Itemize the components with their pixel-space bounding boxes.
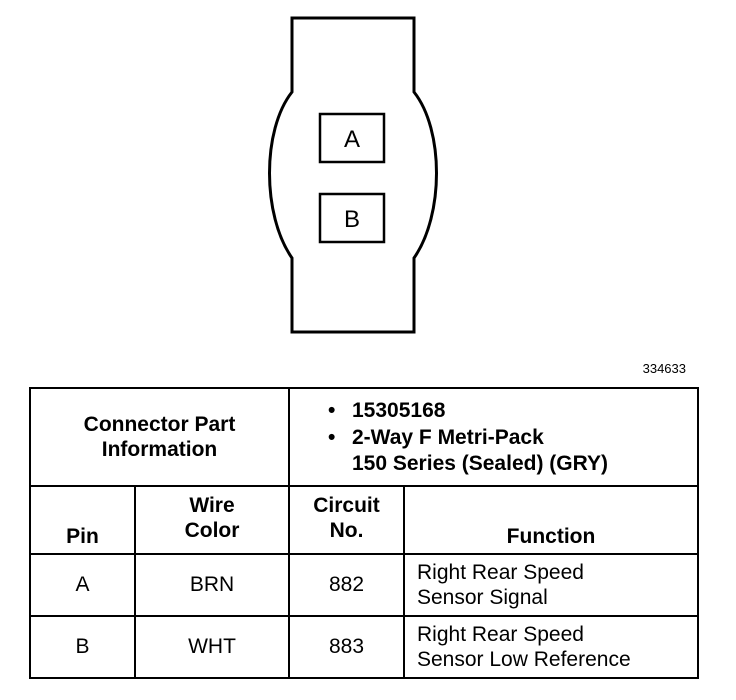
row-pin: A — [29, 553, 136, 617]
connector-type-item: • 2-Way F Metri-Pack 150 Series (Sealed)… — [328, 425, 697, 475]
header-wire-line2: Color — [184, 519, 240, 542]
row-circuit: 883 — [288, 615, 405, 679]
bullet-icon: • — [328, 399, 336, 423]
row-circuit: 882 — [288, 553, 405, 617]
header-circuit-line1: Circuit — [313, 493, 380, 517]
pin-b-label: B — [344, 206, 360, 233]
header-row: Pin Wire Color Circuit No. Function — [29, 485, 699, 555]
connector-type-line1: 2-Way F Metri-Pack — [352, 426, 544, 450]
part-info-title-line2: Information — [101, 438, 218, 461]
part-info-title-line1: Connector Part — [83, 412, 236, 436]
header-wire-color: Wire Color — [134, 485, 290, 555]
part-number: 15305168 — [352, 399, 446, 423]
row-function: Right Rear Speed Sensor Signal — [403, 553, 699, 617]
drawing-number: 334633 — [642, 361, 686, 376]
header-wire-line1: Wire — [189, 493, 235, 517]
part-info-row: Connector Part Information • 15305168 • … — [29, 387, 699, 487]
row-pin: B — [29, 615, 136, 679]
connector-type-line2: 150 Series (Sealed) (GRY) — [352, 451, 608, 475]
part-info-details: • 15305168 • 2-Way F Metri-Pack 150 Seri… — [288, 387, 699, 487]
table-row: B WHT 883 Right Rear Speed Sensor Low Re… — [29, 615, 699, 679]
header-circuit-no: Circuit No. — [288, 485, 405, 555]
row-function-line2: Sensor Signal — [417, 586, 548, 609]
part-number-item: • 15305168 — [328, 398, 697, 423]
pin-b-cavity — [318, 192, 386, 244]
row-function-line1: Right Rear Speed — [417, 622, 584, 646]
header-pin: Pin — [29, 485, 136, 555]
pin-a-cavity — [318, 112, 386, 164]
header-function: Function — [403, 485, 699, 555]
bullet-icon: • — [328, 426, 336, 450]
row-function-line1: Right Rear Speed — [417, 560, 584, 584]
row-wire-color: BRN — [134, 553, 290, 617]
pin-a-label: A — [344, 126, 360, 153]
connector-body-outline — [268, 16, 438, 334]
part-info-title: Connector Part Information — [29, 387, 290, 487]
header-circuit-line2: No. — [329, 519, 364, 542]
row-function: Right Rear Speed Sensor Low Reference — [403, 615, 699, 679]
connector-diagram: A B — [268, 16, 438, 334]
connector-info-table: Connector Part Information • 15305168 • … — [29, 387, 699, 679]
table-row: A BRN 882 Right Rear Speed Sensor Signal — [29, 553, 699, 617]
row-function-line2: Sensor Low Reference — [417, 648, 631, 671]
row-wire-color: WHT — [134, 615, 290, 679]
